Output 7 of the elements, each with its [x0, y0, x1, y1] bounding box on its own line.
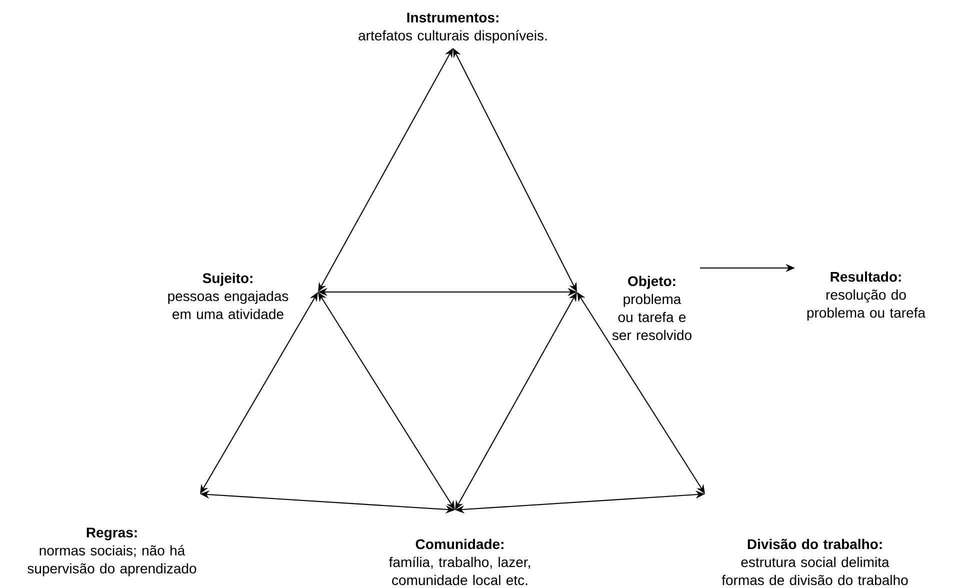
activity-label: Divisão do trabalho: estrutura social delimita formas de divisão do trabalho — [722, 538, 908, 586]
activity-label: Objeto: problema ou tarefa e ser resolvido — [612, 276, 692, 340]
activity-label: Regras: normas sociais; não há supervisão do aprendizado — [28, 528, 196, 576]
activity-label: Sujeito: pessoas engajadas em uma atividade — [168, 272, 288, 320]
activity-label: Resultado: resolução do problema ou tarefa — [807, 271, 926, 321]
activity-label: Instrumentos: artefatos culturais disponíveis. — [358, 12, 547, 44]
activity-label: Comunidade: família, trabalho, lazer, comunidade local etc. — [389, 538, 530, 586]
